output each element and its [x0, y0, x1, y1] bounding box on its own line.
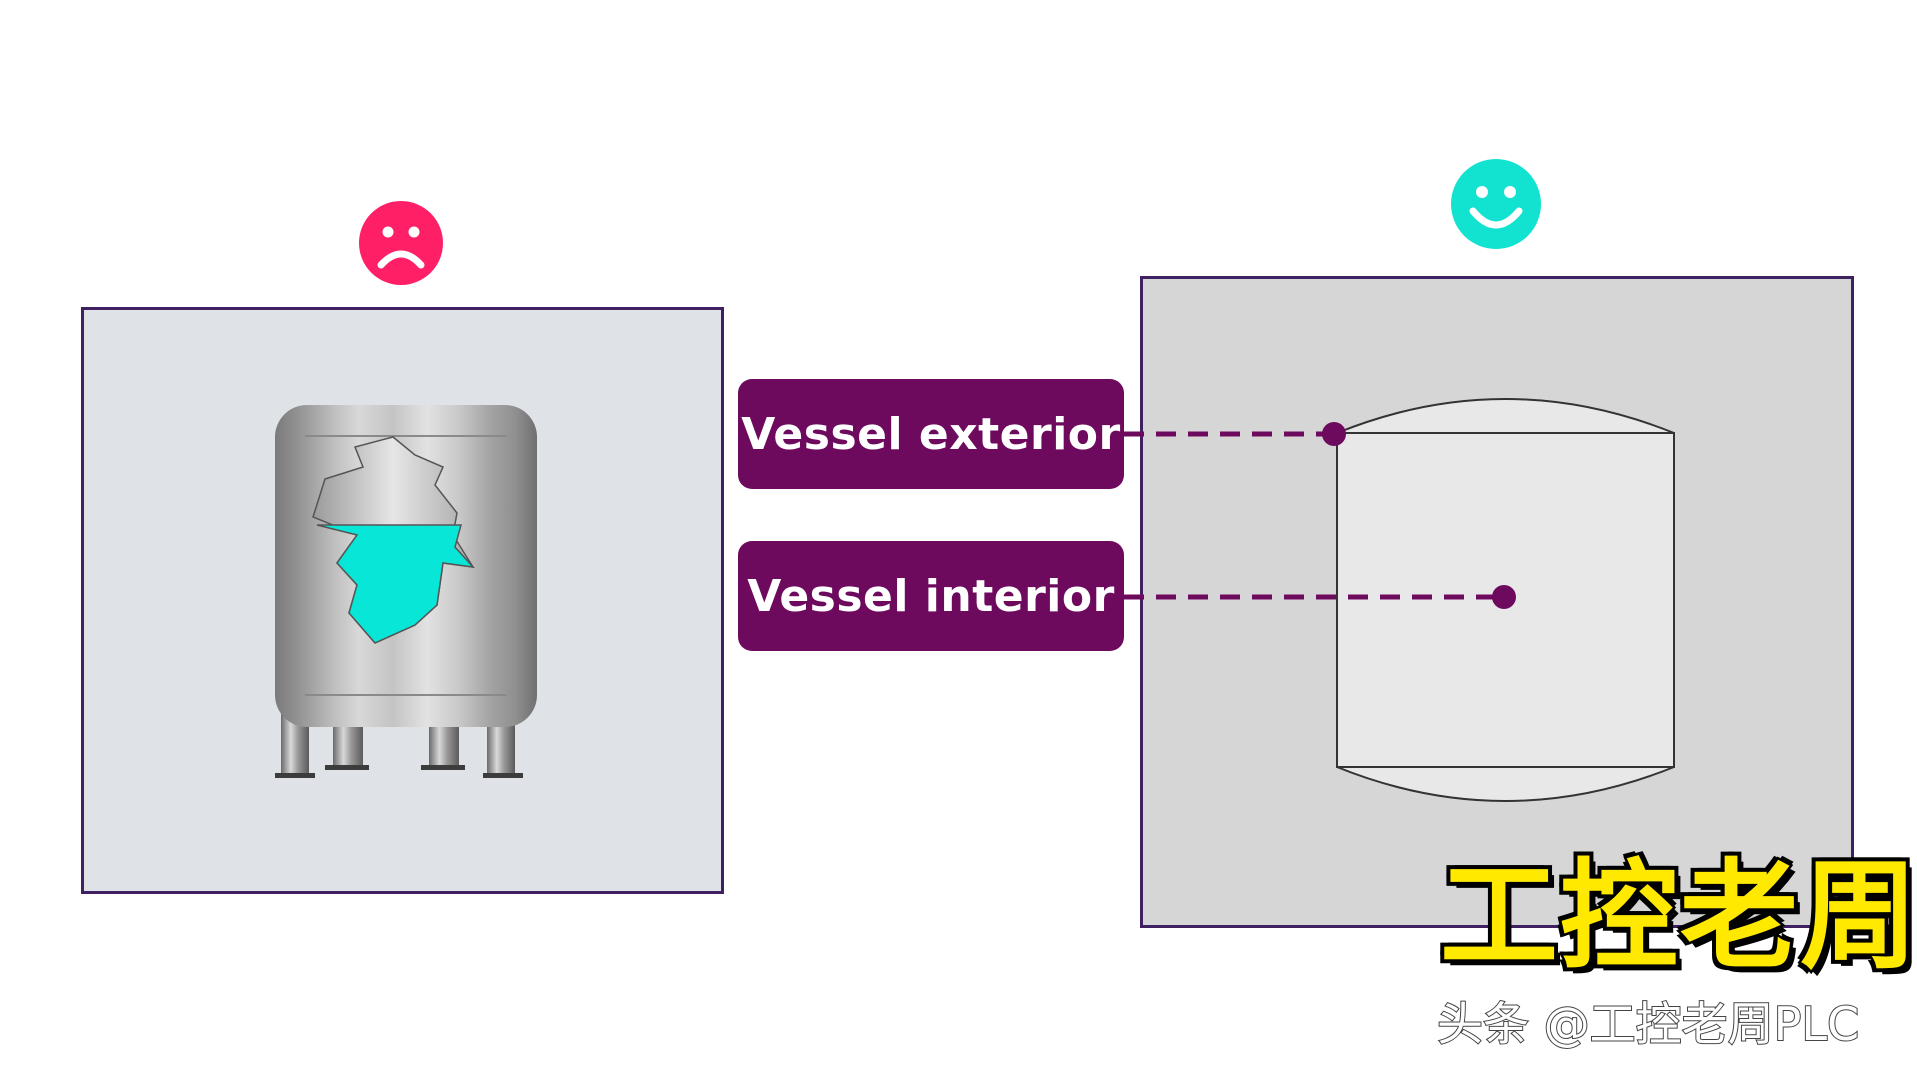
steel-tank-icon [275, 405, 537, 778]
simplified-vessel-panel [1140, 276, 1854, 928]
watermark-text: 头条 @工控老周PLC [1436, 997, 1860, 1051]
vessel-interior-label: Vessel interior [738, 541, 1124, 651]
vessel-exterior-text: Vessel exterior [741, 408, 1121, 460]
vessel-interior-text: Vessel interior [747, 570, 1115, 622]
brand-title: 工控老周 [1437, 847, 1917, 985]
sad-face-icon [359, 201, 443, 285]
happy-face-icon [1451, 159, 1541, 249]
vessel-exterior-label: Vessel exterior [738, 379, 1124, 489]
